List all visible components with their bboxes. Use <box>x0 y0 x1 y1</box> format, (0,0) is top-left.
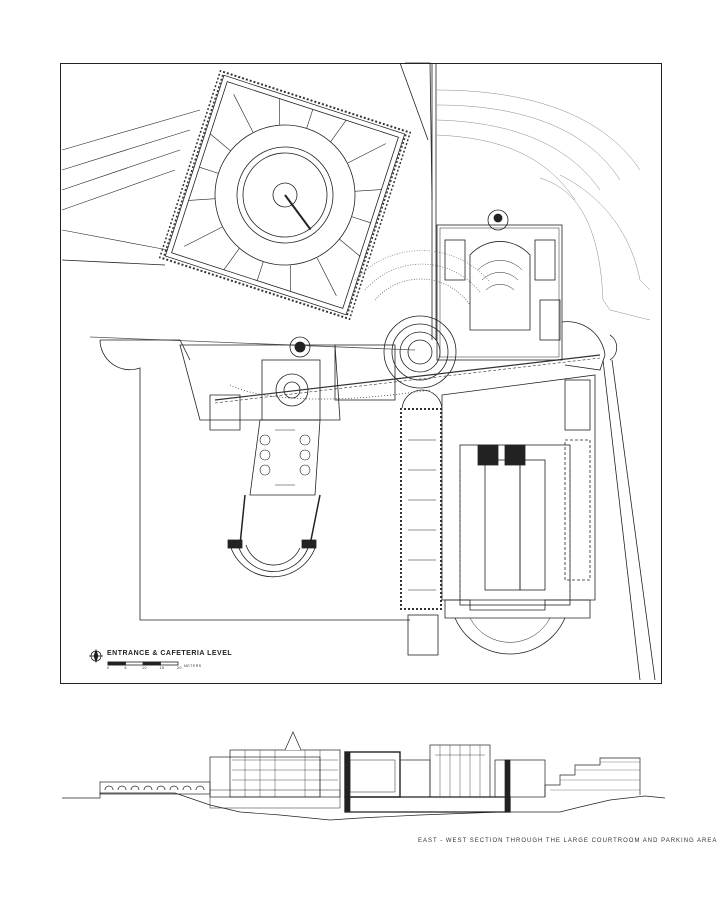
scale-unit-label: METERS <box>184 664 202 668</box>
section-caption: EAST - WEST SECTION THROUGH THE LARGE CO… <box>418 838 718 844</box>
floor-plan-frame <box>60 63 662 684</box>
section-cut <box>344 744 546 813</box>
scale-tick-label: 15 <box>159 666 165 670</box>
section-main-block <box>209 731 341 809</box>
entrance-building <box>179 336 396 578</box>
section-arcade <box>99 781 211 795</box>
scale-tick-label: 5 <box>124 666 127 670</box>
scale-tick-label: 10 <box>142 666 147 670</box>
scale-tick-label: 20 <box>177 666 182 670</box>
scale-bar <box>107 661 179 666</box>
compass-north-icon <box>89 648 103 664</box>
parking-hall <box>441 374 596 655</box>
scale-tick-label: 0 <box>107 666 110 670</box>
circular-courtroom-block <box>158 68 412 322</box>
section-terraces <box>544 757 641 797</box>
courtroom-annex <box>436 209 656 681</box>
plan-caption: ENTRANCE & CAFETERIA LEVEL <box>107 650 233 657</box>
terrain-contours <box>436 89 651 321</box>
